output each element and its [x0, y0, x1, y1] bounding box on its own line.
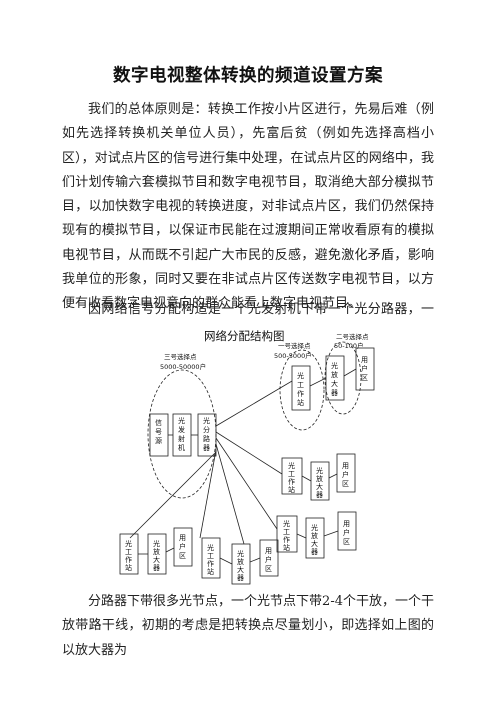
svg-text:光工作站: 光工作站 [207, 543, 214, 576]
transmitter-label: 光发射机 [178, 416, 185, 452]
selection-point-1-name: 一号选择点 [278, 341, 311, 350]
network-distribution-diagram: 网络分配结构图 三号选择点 5000-50000户 一号选择点 500-5000… [112, 326, 382, 588]
selection-point-1-range: 500-5000户 [274, 351, 312, 360]
diagram-title: 网络分配结构图 [204, 329, 285, 343]
selection-point-3-name: 三号选择点 [164, 352, 197, 361]
selection-area-1 [279, 349, 325, 431]
paragraph-network-intro: 因网络信号分配构造是一个光发射机下带一个光分路器，一个光 [88, 302, 434, 317]
svg-text:光工作站: 光工作站 [125, 539, 132, 572]
svg-text:用户区: 用户区 [343, 520, 350, 546]
selection-area-2 [324, 341, 362, 415]
selection-point-2-name: 二号选择点 [336, 332, 369, 341]
selection-point-2-range: 50-100户 [334, 341, 364, 350]
signal-source-label: 信号源 [155, 418, 162, 445]
svg-text:光放大器: 光放大器 [153, 539, 160, 572]
svg-text:光工作站: 光工作站 [297, 371, 304, 407]
svg-text:光工作站: 光工作站 [288, 461, 295, 494]
paragraph-principles: 我们的总体原则是：转换工作按小片区进行，先易后难（例如先选择转换机关单位人员），… [62, 102, 434, 312]
document-title: 数字电视整体转换的频道设置方案 [113, 66, 383, 86]
svg-text:光工作站: 光工作站 [283, 519, 290, 552]
svg-text:光放大器: 光放大器 [331, 361, 338, 397]
svg-text:用户区: 用户区 [265, 547, 272, 573]
svg-text:光放大器: 光放大器 [316, 466, 323, 499]
svg-text:光放大器: 光放大器 [237, 549, 244, 582]
selection-point-3-range: 5000-50000户 [160, 362, 206, 371]
svg-text:用户区: 用户区 [342, 462, 349, 488]
svg-text:光放大器: 光放大器 [311, 523, 318, 556]
svg-text:用户区: 用户区 [179, 534, 186, 560]
paragraph-distribution: 分路器下带很多光节点，一个光节点下带2-4个干放，一个干放带路干线，初期的考虑是… [62, 594, 434, 658]
splitter-label: 光分路器 [203, 416, 210, 452]
svg-text:用户区: 用户区 [361, 356, 368, 382]
